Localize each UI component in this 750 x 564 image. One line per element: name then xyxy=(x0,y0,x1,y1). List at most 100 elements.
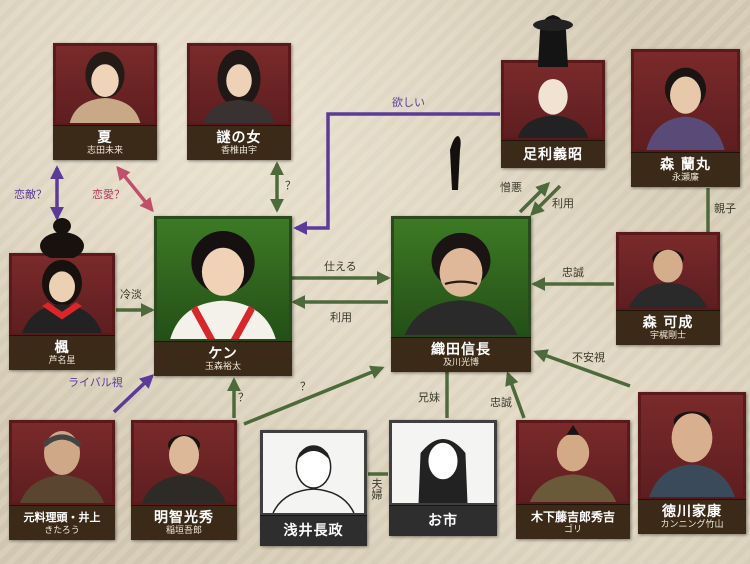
plate-nobunaga: 織田信長 及川光博 xyxy=(391,337,531,372)
portrait-oichi xyxy=(392,423,494,503)
portrait-kaede xyxy=(12,256,112,333)
portrait-inoue xyxy=(12,423,112,503)
card-yoshinari[interactable]: 森 可成 宇梶剛士 xyxy=(616,232,720,345)
person-icon xyxy=(628,249,708,308)
label-q-mitsu1: ？ xyxy=(238,391,249,404)
person-icon xyxy=(529,424,617,502)
portrait-nobunaga xyxy=(394,219,528,335)
person-icon xyxy=(517,78,589,138)
card-ranmaru[interactable]: 森 蘭丸 永瀬廉 xyxy=(631,49,740,187)
label-kyoudai: 兄妹 xyxy=(418,391,440,404)
portrait-nazo xyxy=(190,46,288,123)
portrait-ken xyxy=(157,219,289,339)
plate-ashikaga: 足利義昭 xyxy=(501,140,605,168)
card-hideyoshi[interactable]: 木下藤吉郎秀吉 ゴリ xyxy=(516,420,630,539)
plate-ranmaru: 森 蘭丸 永瀬廉 xyxy=(631,152,740,187)
character-name: 夏 xyxy=(97,129,113,146)
character-name: 森 蘭丸 xyxy=(660,156,711,173)
plate-hideyoshi: 木下藤吉郎秀吉 ゴリ xyxy=(516,504,630,539)
character-name: 元料理頭・井上 xyxy=(23,510,101,524)
card-ken[interactable]: ケン 玉森裕太 xyxy=(154,216,292,376)
label-riyou-nobunaga: 利用 xyxy=(330,311,352,324)
label-riyou-ashikaga: 利用 xyxy=(552,197,574,210)
plate-natsu: 夏 志田未来 xyxy=(53,125,157,160)
plate-ieyasu: 徳川家康 カンニング竹山 xyxy=(638,499,746,534)
label-reitan: 冷淡 xyxy=(120,288,142,301)
portrait-mitsuhide xyxy=(134,423,234,503)
portrait-yoshinari xyxy=(619,235,717,308)
person-icon xyxy=(20,431,104,503)
card-natsu[interactable]: 夏 志田未来 xyxy=(53,43,157,160)
card-ieyasu[interactable]: 徳川家康 カンニング竹山 xyxy=(638,392,746,534)
person-icon xyxy=(22,259,102,333)
actor-name: 宇梶剛士 xyxy=(649,330,686,341)
label-hoshii: 欲しい xyxy=(392,96,425,109)
person-icon xyxy=(646,67,725,150)
actor-name: 永瀬廉 xyxy=(671,172,699,183)
card-ashikaga[interactable]: 足利義昭 xyxy=(501,60,605,168)
arrow-nobunaga-to-ashikaga-hate xyxy=(518,182,550,214)
card-nobunaga[interactable]: 織田信長 及川光博 xyxy=(391,216,531,372)
portrait-hideyoshi xyxy=(519,423,627,502)
label-oyako: 親子 xyxy=(714,202,736,215)
actor-name: 玉森裕太 xyxy=(204,361,241,372)
label-chusei-hideyoshi: 忠誠 xyxy=(490,396,512,409)
label-fuanshi: 不安視 xyxy=(572,351,605,364)
arrow-mitsuhide-to-nobunaga xyxy=(243,365,385,426)
character-name: お市 xyxy=(428,513,458,529)
arrow-ashikaga-to-ken xyxy=(293,112,500,235)
actor-name: きたろう xyxy=(44,525,80,536)
topknot-icon xyxy=(450,136,461,190)
label-kenno: 憎悪 xyxy=(500,181,522,194)
arrow-hideyoshi-to-nobunaga xyxy=(505,371,526,419)
character-name: 森 可成 xyxy=(642,314,694,331)
card-nazo[interactable]: 謎の女 香椎由宇 xyxy=(187,43,291,160)
plate-inoue: 元料理頭・井上 きたろう xyxy=(9,505,115,540)
character-name: 楓 xyxy=(54,339,70,356)
label-tsukaeru: 仕える xyxy=(324,260,357,273)
label-chusei-mori: 忠誠 xyxy=(562,266,584,279)
card-inoue[interactable]: 元料理頭・井上 きたろう xyxy=(9,420,115,540)
plate-kaede: 楓 芦名星 xyxy=(9,335,115,370)
character-name: 織田信長 xyxy=(431,341,491,358)
card-oichi[interactable]: お市 xyxy=(389,420,497,536)
arrow-natsu-ken xyxy=(116,165,154,213)
arrow-ashikaga-to-nobunaga-use xyxy=(530,184,562,216)
person-icon xyxy=(69,51,141,123)
portrait-ranmaru xyxy=(634,52,737,150)
label-fuufu: 夫婦 xyxy=(370,478,383,500)
character-name: 浅井長政 xyxy=(283,523,344,539)
label-renai: 恋愛？ xyxy=(92,188,125,201)
portrait-natsu xyxy=(56,46,154,123)
actor-name: 稲垣吾郎 xyxy=(165,525,202,536)
person-icon xyxy=(142,435,226,503)
manga-person-icon xyxy=(418,439,468,503)
portrait-azai xyxy=(263,433,364,513)
eboshi-hat-icon xyxy=(533,15,573,67)
person-icon xyxy=(170,231,276,339)
hair-top-icon xyxy=(40,218,84,258)
person-icon xyxy=(649,411,735,497)
plate-nazo: 謎の女 香椎由宇 xyxy=(187,125,291,160)
character-name: 徳川家康 xyxy=(662,503,722,520)
person-icon xyxy=(404,232,518,335)
actor-name: 志田未来 xyxy=(86,145,123,156)
plate-oichi: お市 xyxy=(389,505,497,536)
manga-person-icon xyxy=(272,445,355,513)
arrow-ieyasu-to-nobunaga xyxy=(533,349,631,388)
plate-azai: 浅井長政 xyxy=(260,515,367,546)
character-name: 足利義昭 xyxy=(523,146,583,163)
actor-name: ゴリ xyxy=(563,524,582,535)
card-azai[interactable]: 浅井長政 xyxy=(260,430,367,546)
actor-name: 及川光博 xyxy=(442,357,479,368)
card-mitsuhide[interactable]: 明智光秀 稲垣吾郎 xyxy=(131,420,237,540)
label-q-nazo: ？ xyxy=(285,179,296,192)
character-name: 明智光秀 xyxy=(154,509,214,526)
actor-name: 香椎由宇 xyxy=(220,145,257,156)
character-name: 謎の女 xyxy=(216,129,262,146)
plate-mitsuhide: 明智光秀 稲垣吾郎 xyxy=(131,505,237,540)
actor-name: 芦名星 xyxy=(48,355,76,366)
arrow-inoue-to-ken xyxy=(112,374,155,414)
card-kaede[interactable]: 楓 芦名星 xyxy=(9,253,115,370)
